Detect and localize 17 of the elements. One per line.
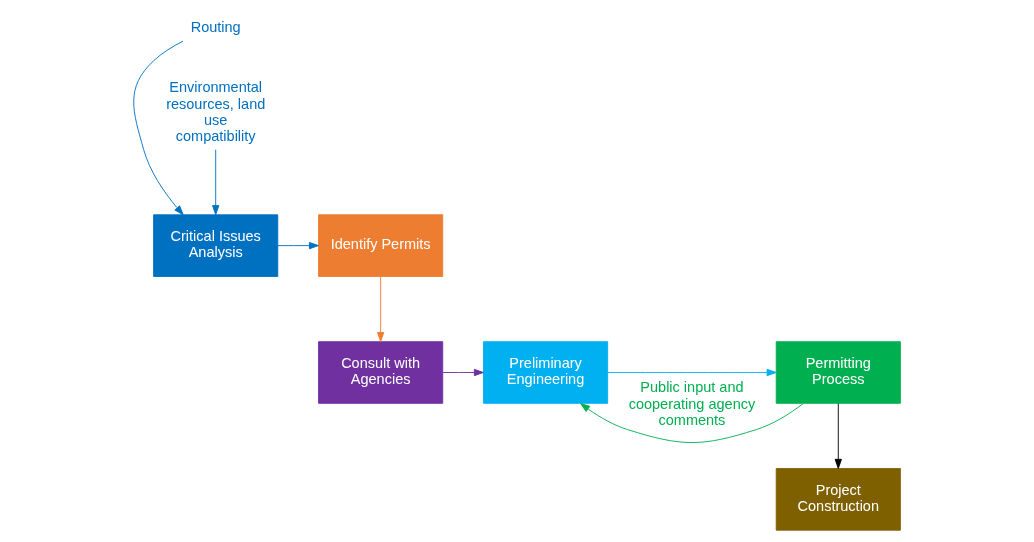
node-text: Routing [190, 18, 241, 35]
node-box: Consult with Agencies [318, 341, 444, 404]
arrow [212, 149, 220, 216]
node-box: Identify Permits [318, 214, 444, 277]
node-box: Permitting Process [775, 341, 901, 404]
node-text: Environmental resources, land use compatibility [166, 79, 266, 145]
arrow [133, 40, 184, 216]
node-box: Preliminary Engineering [483, 341, 609, 404]
arrow [580, 403, 804, 443]
arrow [607, 368, 777, 377]
arrow [442, 368, 484, 377]
arrow [834, 403, 842, 469]
node-box: Project Construction [775, 468, 901, 531]
edge-label: Public input and cooperating agency comments [628, 379, 756, 428]
node-box: Critical Issues Analysis [153, 214, 279, 277]
arrow [377, 276, 385, 342]
arrow [277, 242, 319, 250]
